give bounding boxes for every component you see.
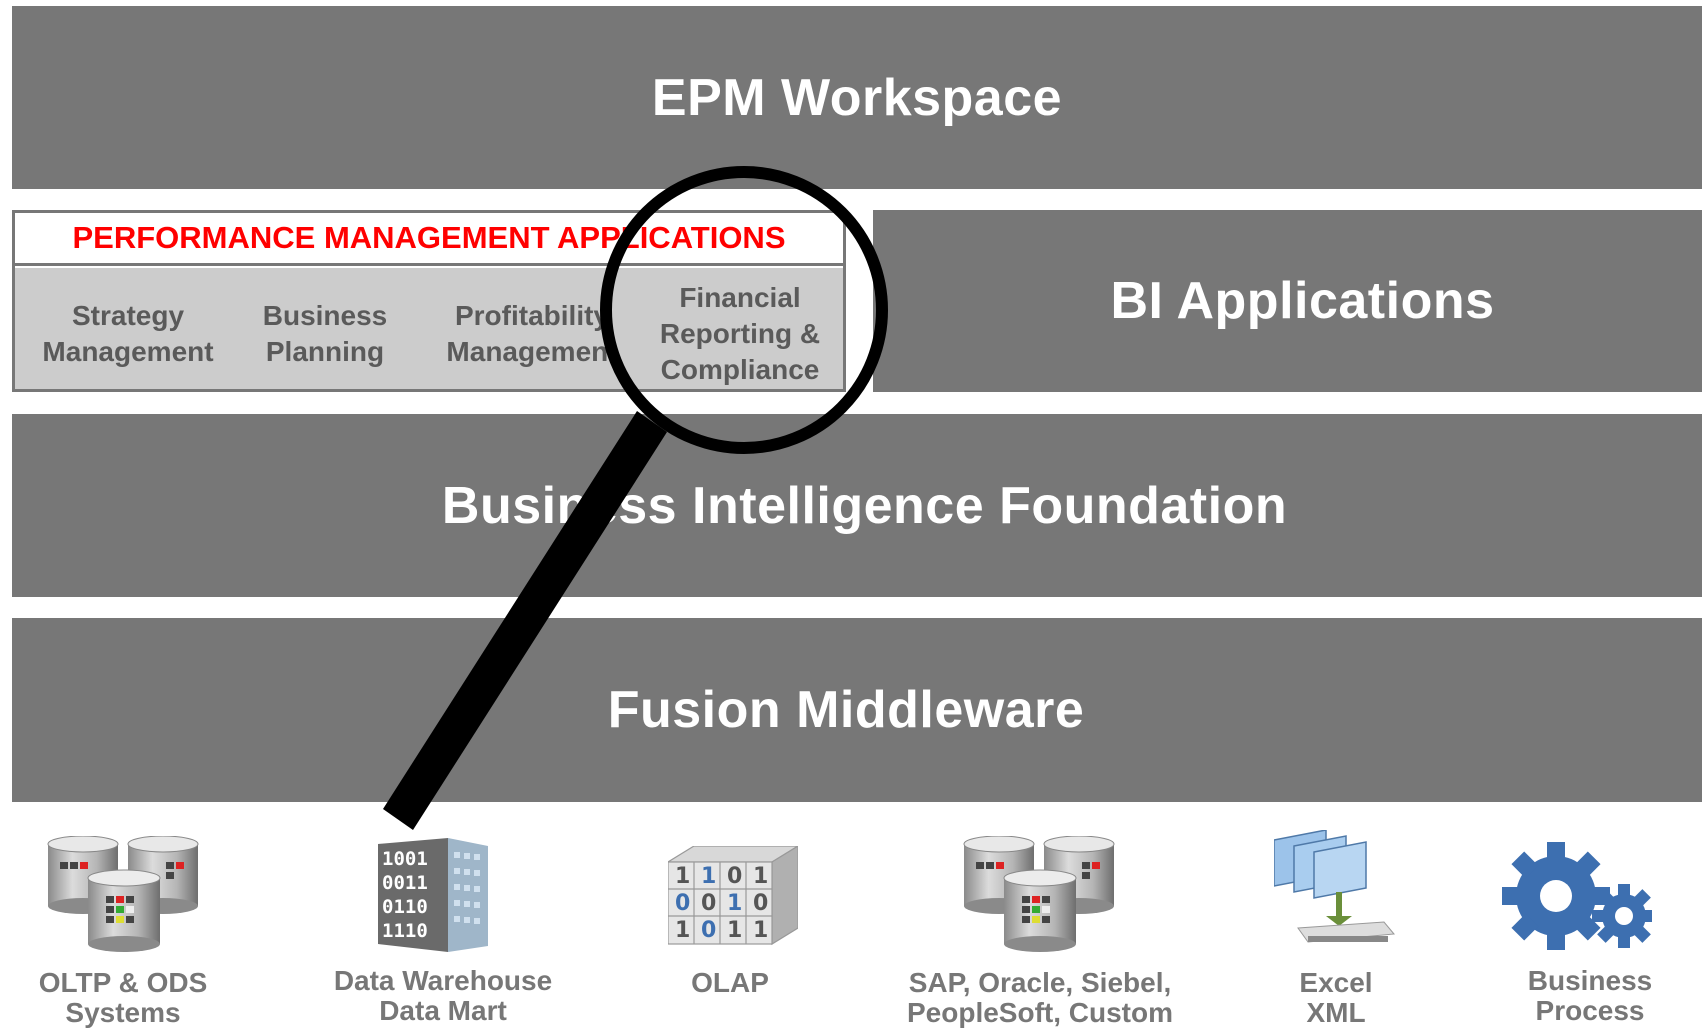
- svg-text:1001: 1001: [382, 848, 428, 870]
- epm-workspace-layer: EPM Workspace: [12, 6, 1702, 189]
- svg-text:1: 1: [727, 891, 742, 916]
- svg-text:1110: 1110: [382, 920, 428, 942]
- source-oltp-ods: OLTP & ODS Systems: [0, 968, 246, 1028]
- svg-text:1: 1: [727, 918, 742, 943]
- svg-text:0011: 0011: [382, 872, 428, 894]
- pma-item-profitability-management: Profitability Management: [427, 298, 637, 370]
- pma-item-business-planning: Business Planning: [225, 298, 425, 370]
- svg-text:1: 1: [753, 864, 768, 889]
- source-label-line: Process: [1535, 995, 1645, 1026]
- pma-item-line: Management: [42, 336, 214, 367]
- source-label-line: Business: [1527, 965, 1653, 996]
- svg-text:1: 1: [675, 918, 690, 943]
- svg-text:0: 0: [701, 918, 716, 943]
- svg-text:1: 1: [701, 864, 716, 889]
- source-label-line: PeopleSoft, Custom: [906, 997, 1173, 1028]
- svg-text:0: 0: [727, 864, 742, 889]
- source-label-line: OLTP & ODS: [38, 967, 208, 998]
- gears-icon: [1502, 842, 1652, 950]
- source-data-warehouse: Data Warehouse Data Mart: [300, 966, 586, 1026]
- pma-item-strategy-management: Strategy Management: [23, 298, 233, 370]
- bi-foundation-layer: Business Intelligence Foundation: [12, 414, 1702, 597]
- database-icon: [47, 836, 199, 952]
- source-olap: OLAP: [630, 968, 830, 998]
- source-label-line: Data Mart: [379, 995, 507, 1026]
- fusion-middleware-layer: Fusion Middleware: [12, 618, 1702, 802]
- pma-item-line: Management: [446, 336, 618, 367]
- pma-title: PERFORMANCE MANAGEMENT APPLICATIONS: [15, 213, 843, 266]
- source-business-process: Business Process: [1510, 966, 1670, 1026]
- bi-applications-label: BI Applications: [1110, 272, 1495, 330]
- source-label-line: Excel: [1299, 967, 1373, 998]
- source-label-line: SAP, Oracle, Siebel,: [908, 967, 1172, 998]
- pma-item-line: Business: [262, 300, 388, 331]
- svg-text:1: 1: [753, 918, 768, 943]
- fusion-middleware-label: Fusion Middleware: [607, 681, 1085, 739]
- pma-item-line: Strategy: [71, 300, 185, 331]
- pma-item-line: Financial: [679, 282, 801, 313]
- database-icon: [963, 836, 1115, 952]
- bi-foundation-label: Business Intelligence Foundation: [441, 476, 1288, 535]
- svg-text:0: 0: [701, 891, 716, 916]
- pma-item-line: Compliance: [660, 354, 820, 385]
- source-label-line: XML: [1306, 997, 1366, 1028]
- source-label-line: OLAP: [691, 967, 769, 998]
- pma-item-line: Reporting &: [659, 318, 821, 349]
- source-label-line: Data Warehouse: [333, 965, 553, 996]
- pma-body: Strategy Management Business Planning Pr…: [15, 268, 843, 389]
- performance-management-applications: PERFORMANCE MANAGEMENT APPLICATIONS Stra…: [12, 210, 846, 392]
- source-sap-oracle-siebel: SAP, Oracle, Siebel, PeopleSoft, Custom: [880, 968, 1200, 1028]
- svg-text:0: 0: [753, 891, 768, 916]
- epm-workspace-label: EPM Workspace: [651, 68, 1063, 127]
- pma-item-line: Planning: [265, 336, 385, 367]
- pma-item-line: Profitability: [454, 300, 609, 331]
- svg-text:0110: 0110: [382, 896, 428, 918]
- source-excel-xml: Excel XML: [1256, 968, 1416, 1028]
- bi-applications-layer: BI Applications: [873, 210, 1702, 392]
- svg-text:1: 1: [675, 864, 690, 889]
- pma-item-financial-reporting-compliance: Financial Reporting & Compliance: [640, 280, 840, 388]
- folders-icon: [1274, 830, 1395, 943]
- svg-text:0: 0: [675, 891, 690, 916]
- source-label-line: Systems: [65, 997, 181, 1028]
